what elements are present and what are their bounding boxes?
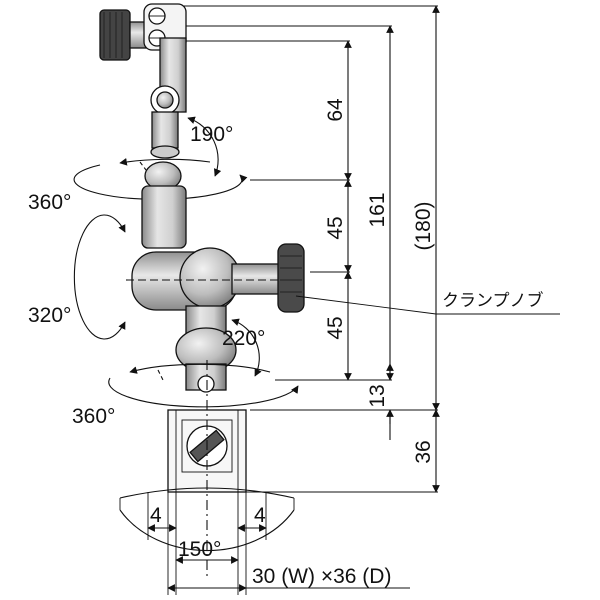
dim-4-left: 4 xyxy=(150,504,162,527)
angle-320-label: 320° xyxy=(28,304,71,327)
dim-45-lower: 45 xyxy=(324,316,347,339)
angle-360-top-label: 360° xyxy=(28,191,71,214)
rotation-360-lower: 360° xyxy=(72,363,299,428)
dim-64: 64 xyxy=(324,98,347,122)
rotation-360-upper: 360° xyxy=(28,158,248,214)
swing-220-indicator: 220° xyxy=(222,318,265,377)
upper-joint xyxy=(150,85,180,159)
extension-lines xyxy=(175,5,438,493)
rotation-320-indicator: 320° xyxy=(28,214,126,340)
angle-220-label: 220° xyxy=(222,327,265,350)
dimension-texts: 64 45 45 161 (180) 13 36 4 4 150° 30 (W)… xyxy=(150,98,435,588)
dim-180: (180) xyxy=(412,201,435,250)
dim-4-right: 4 xyxy=(254,504,266,527)
base-size-label: 30 (W) ×36 (D) xyxy=(252,565,391,588)
angle-360-bottom-label: 360° xyxy=(72,405,115,428)
middle-arm-lower xyxy=(175,305,237,393)
angle-150-label: 150° xyxy=(178,538,221,561)
dim-36: 36 xyxy=(412,440,435,463)
clamp-knob: クランプノブ xyxy=(277,243,560,315)
middle-arm-upper xyxy=(141,161,187,249)
dim-13: 13 xyxy=(366,384,389,407)
dim-45-upper: 45 xyxy=(324,216,347,239)
angle-190-label: 190° xyxy=(190,123,233,146)
dimension-lines xyxy=(344,5,440,493)
dim-161: 161 xyxy=(366,192,389,227)
magnetic-base xyxy=(167,360,247,580)
clamp-knob-label: クランプノブ xyxy=(442,290,544,311)
central-clamp-body xyxy=(126,247,300,311)
swing-190-indicator: 190° xyxy=(187,116,233,177)
prism-angle-indicator xyxy=(119,487,410,595)
